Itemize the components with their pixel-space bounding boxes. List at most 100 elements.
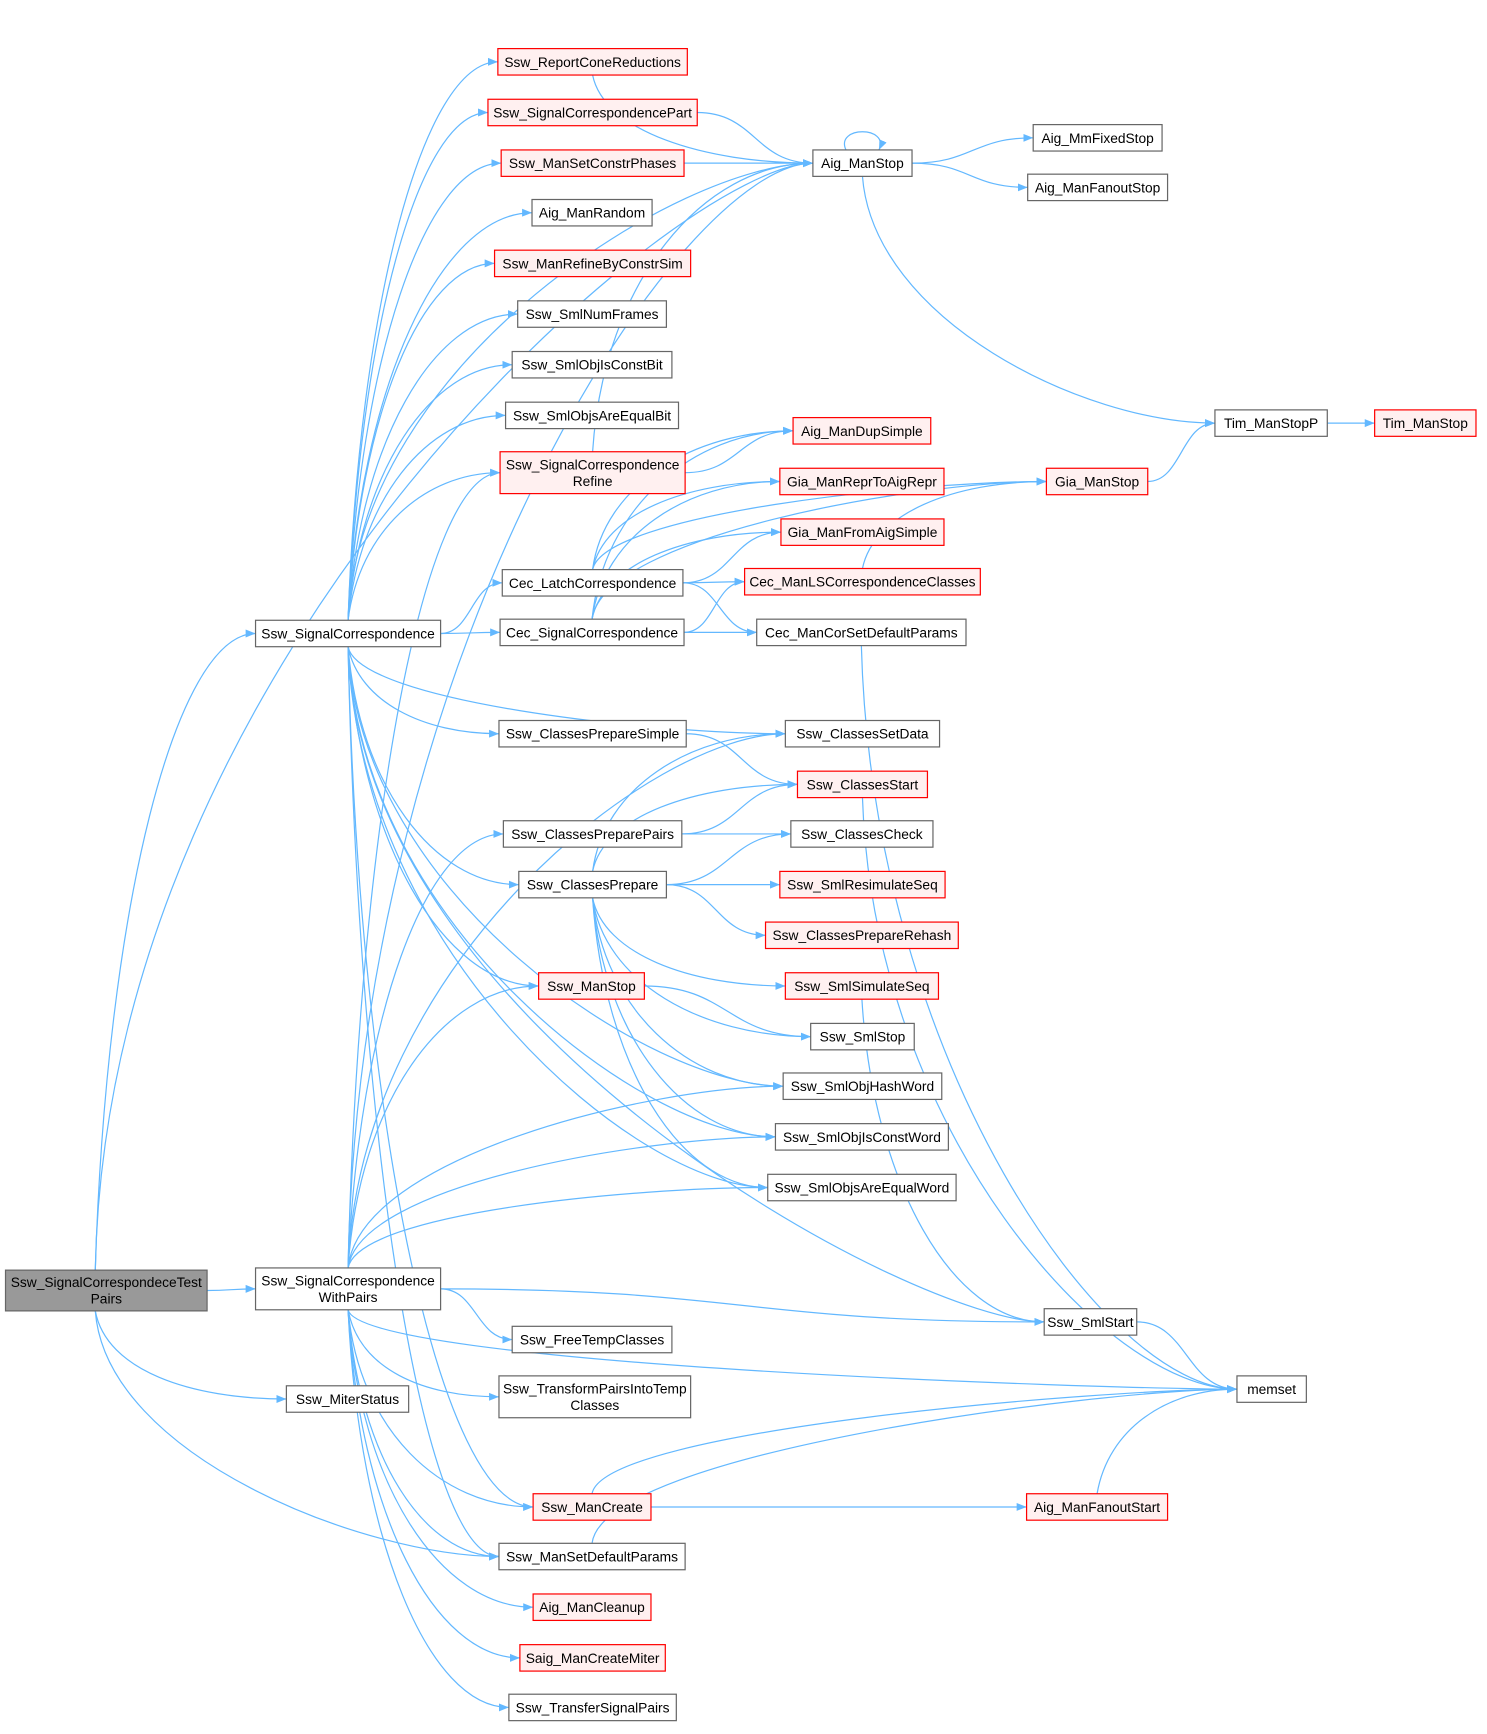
edge-withpairs-to-manstop — [347, 982, 539, 1268]
node-transfer[interactable]: Ssw_TransferSignalPairs — [508, 1693, 677, 1722]
node-label: Cec_ManCorSetDefaultParams — [765, 625, 958, 640]
edge-sigcorr-to-prepare — [347, 646, 519, 889]
node-dupsimple[interactable]: Aig_ManDupSimple — [792, 416, 932, 445]
edge-simseq-to-smlstart — [861, 999, 1045, 1326]
node-label: Aig_ManCleanup — [539, 1600, 645, 1615]
node-manstop[interactable]: Ssw_ManStop — [538, 972, 645, 1000]
node-box — [504, 401, 680, 430]
node-label: Gia_ManStop — [1055, 474, 1139, 489]
node-freetemp[interactable]: Ssw_FreeTempClasses — [511, 1325, 673, 1354]
node-box — [487, 98, 698, 127]
node-box — [285, 1385, 410, 1413]
node-classstart[interactable]: Ssw_ClassesStart — [796, 770, 929, 799]
edge-root-to-aigmanstop — [94, 159, 813, 1271]
node-equalbit[interactable]: Ssw_SmlObjsAreEqualBit — [504, 401, 680, 430]
edge-sigcorr-to-numframes — [347, 310, 518, 621]
node-smlstop[interactable]: Ssw_SmlStop — [810, 1022, 915, 1051]
node-mmfixed[interactable]: Aig_MmFixedStop — [1032, 123, 1163, 152]
node-box — [774, 1123, 949, 1151]
node-lscorr[interactable]: Cec_ManLSCorrespondenceClasses — [743, 567, 981, 596]
node-box — [538, 972, 645, 1000]
node-smlstart[interactable]: Ssw_SmlStart — [1043, 1308, 1138, 1336]
edge-giastop-to-timstopp — [1147, 419, 1215, 483]
node-giastop[interactable]: Gia_ManStop — [1045, 467, 1149, 496]
node-label: Cec_SignalCorrespondence — [506, 625, 678, 640]
edge-mancreate-to-memset — [591, 1385, 1237, 1494]
edge-ceclatch-to-fromaig — [682, 528, 781, 584]
node-box — [532, 1493, 652, 1521]
node-box — [1025, 1493, 1169, 1521]
node-setconstr[interactable]: Ssw_ManSetConstrPhases — [500, 149, 685, 177]
node-rehash[interactable]: Ssw_ClassesPrepareRehash — [764, 921, 959, 950]
node-label: Ssw_SmlStop — [820, 1030, 906, 1045]
node-reportcone[interactable]: Ssw_ReportConeReductions — [497, 47, 688, 76]
node-reprtoaig[interactable]: Gia_ManReprToAigRepr — [779, 467, 945, 496]
node-label: Ssw_ManRefineByConstrSim — [502, 256, 682, 271]
node-box — [810, 1022, 915, 1051]
node-mancreate[interactable]: Ssw_ManCreate — [532, 1493, 652, 1521]
node-isconstbit[interactable]: Ssw_SmlObjIsConstBit — [511, 350, 673, 379]
node-aigrandom[interactable]: Aig_ManRandom — [531, 198, 653, 227]
node-fromaig[interactable]: Gia_ManFromAigSimple — [780, 518, 945, 546]
node-aigmanstop[interactable]: Aig_ManStop — [812, 149, 913, 177]
node-box — [1236, 1375, 1307, 1403]
node-label: Aig_ManFanoutStart — [1034, 1500, 1160, 1515]
node-classcheck[interactable]: Ssw_ClassesCheck — [790, 820, 934, 848]
node-box — [518, 870, 668, 899]
node-box — [499, 618, 685, 647]
node-corsetdef[interactable]: Cec_ManCorSetDefaultParams — [756, 618, 967, 647]
node-label: Ssw_SmlObjsAreEqualWord — [775, 1180, 950, 1195]
node-timstopp[interactable]: Tim_ManStopP — [1214, 409, 1328, 437]
node-preppairs[interactable]: Ssw_ClassesPreparePairs — [502, 820, 683, 848]
node-cecsig[interactable]: Cec_SignalCorrespondence — [499, 618, 685, 647]
edge-withpairs-to-isconstword — [347, 1132, 776, 1269]
node-setdata[interactable]: Ssw_ClassesSetData — [784, 719, 941, 748]
node-ceclatch[interactable]: Cec_LatchCorrespondence — [501, 568, 684, 597]
edge-sigcorr-to-mancreate — [347, 646, 534, 1511]
node-label: Ssw_SmlStart — [1047, 1315, 1134, 1330]
node-label: Ssw_SmlResimulateSeq — [787, 878, 938, 893]
node-label: Refine — [573, 474, 613, 489]
node-label: Ssw_SmlSimulateSeq — [794, 979, 929, 994]
node-label: Ssw_FreeTempClasses — [520, 1332, 665, 1347]
node-setdefault[interactable]: Ssw_ManSetDefaultParams — [498, 1542, 686, 1571]
edge-withpairs-to-memset — [347, 1309, 1237, 1394]
node-label: Classes — [570, 1398, 619, 1413]
node-sigcorrpart[interactable]: Ssw_SignalCorrespondencePart — [487, 98, 698, 127]
node-miterstatus[interactable]: Ssw_MiterStatus — [285, 1385, 410, 1413]
node-label: Ssw_ManStop — [547, 979, 636, 994]
node-memset[interactable]: memset — [1236, 1375, 1307, 1403]
edge-aigmanstop-to-mmfixed — [912, 133, 1034, 164]
node-fanoutstop[interactable]: Aig_ManFanoutStop — [1027, 173, 1169, 202]
node-label: Aig_ManFanoutStop — [1035, 180, 1161, 195]
node-isconstword[interactable]: Ssw_SmlObjIsConstWord — [774, 1123, 949, 1151]
node-box — [782, 1072, 943, 1101]
node-simseq[interactable]: Ssw_SmlSimulateSeq — [784, 972, 940, 1000]
node-createmiter[interactable]: Saig_ManCreateMiter — [519, 1644, 666, 1672]
node-equalword[interactable]: Ssw_SmlObjsAreEqualWord — [767, 1173, 957, 1202]
node-hashword[interactable]: Ssw_SmlObjHashWord — [782, 1072, 943, 1101]
edge-prepare-to-classstart — [592, 780, 798, 872]
node-refineconstr[interactable]: Ssw_ManRefineByConstrSim — [493, 249, 692, 278]
node-sigcorr[interactable]: Ssw_SignalCorrespondence — [254, 619, 442, 648]
node-box — [501, 568, 684, 597]
node-label: Ssw_ReportConeReductions — [504, 55, 681, 70]
node-prepsimple[interactable]: Ssw_ClassesPrepareSimple — [498, 719, 687, 748]
node-box — [779, 870, 946, 899]
node-box — [254, 1267, 442, 1311]
node-resim[interactable]: Ssw_SmlResimulateSeq — [779, 870, 946, 899]
edge-prepare-to-setdata — [591, 729, 786, 872]
node-numframes[interactable]: Ssw_SmlNumFrames — [517, 300, 668, 328]
node-fanoutstart[interactable]: Aig_ManFanoutStart — [1025, 1493, 1169, 1521]
node-timstop[interactable]: Tim_ManStop — [1374, 409, 1477, 437]
edge-sigcorr-to-equalword — [347, 646, 768, 1192]
node-prepare[interactable]: Ssw_ClassesPrepare — [518, 870, 668, 899]
node-label: Ssw_ClassesPrepareSimple — [506, 727, 680, 742]
node-label: Ssw_TransferSignalPairs — [516, 1700, 670, 1715]
edge-ceclatch-to-reprtoaig — [592, 477, 780, 570]
node-box — [764, 921, 959, 950]
node-cleanup[interactable]: Aig_ManCleanup — [532, 1593, 652, 1622]
